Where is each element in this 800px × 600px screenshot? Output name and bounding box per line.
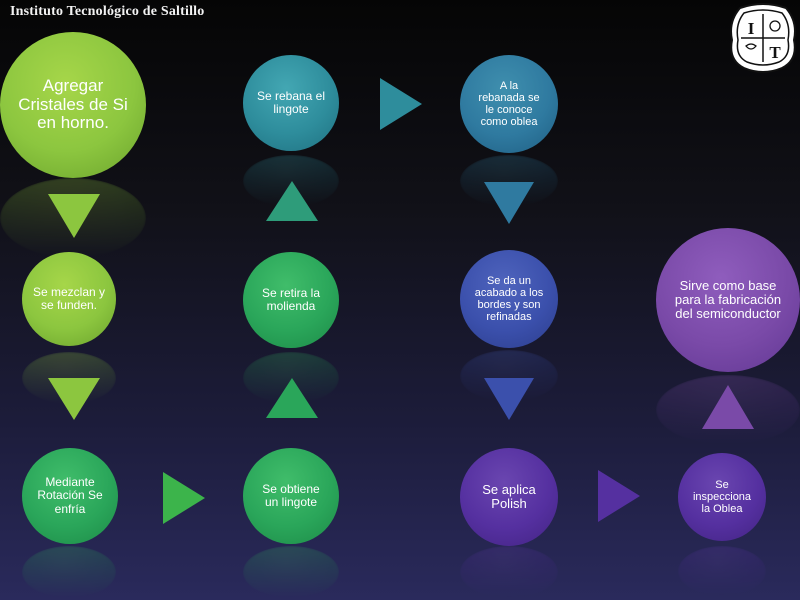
step-node-3: Mediante Rotación Se enfría [22, 448, 118, 544]
node-reflection [678, 546, 766, 596]
node-reflection [460, 546, 558, 598]
step-node-11: Sirve como base para la fabricación del … [656, 228, 800, 372]
arrow-down-icon [484, 378, 534, 420]
step-label-1: Agregar Cristales de Si en horno. [18, 75, 128, 133]
arrow-up-icon [702, 385, 754, 429]
node-reflection [22, 546, 116, 598]
step-node-10: Se inspecciona la Oblea [678, 453, 766, 541]
step-label-7: A la rebanada se le conoce como oblea [478, 79, 540, 129]
step-label-10: Se inspecciona la Oblea [692, 478, 752, 516]
step-label-11: Sirve como base para la fabricación del … [674, 277, 782, 322]
step-label-2: Se mezclan y se funden. [32, 284, 106, 312]
step-label-5: Se retira la molienda [261, 285, 321, 313]
arrow-down-icon [48, 194, 100, 238]
institution-title: Instituto Tecnológico de Saltillo [10, 4, 205, 19]
arrow-up-icon [266, 378, 318, 418]
step-node-9: Se aplica Polish [460, 448, 558, 546]
step-label-4: Se obtiene un lingote [262, 481, 320, 509]
step-label-6: Se rebana el lingote [256, 88, 326, 116]
arrow-down-icon [484, 182, 534, 224]
step-label-8: Se da un acabado a los bordes y son refi… [474, 274, 544, 324]
arrow-right-icon [163, 472, 205, 524]
step-node-2: Se mezclan y se funden. [22, 252, 116, 346]
step-label-3: Mediante Rotación Se enfría [37, 475, 103, 516]
step-node-5: Se retira la molienda [243, 252, 339, 348]
step-node-4: Se obtiene un lingote [243, 448, 339, 544]
step-node-6: Se rebana el lingote [243, 55, 339, 151]
step-label-9: Se aplica Polish [482, 481, 536, 511]
logo-letter-t: T [769, 43, 781, 62]
step-node-8: Se da un acabado a los bordes y son refi… [460, 250, 558, 348]
step-node-7: A la rebanada se le conoce como oblea [460, 55, 558, 153]
node-reflection [243, 546, 339, 598]
arrow-down-icon [48, 378, 100, 420]
arrow-right-icon [380, 78, 422, 130]
logo-letter-i: I [748, 19, 755, 38]
arrow-up-icon [266, 181, 318, 221]
arrow-right-icon [598, 470, 640, 522]
institute-seal-icon: I T [730, 3, 796, 73]
step-node-1: Agregar Cristales de Si en horno. [0, 32, 146, 178]
